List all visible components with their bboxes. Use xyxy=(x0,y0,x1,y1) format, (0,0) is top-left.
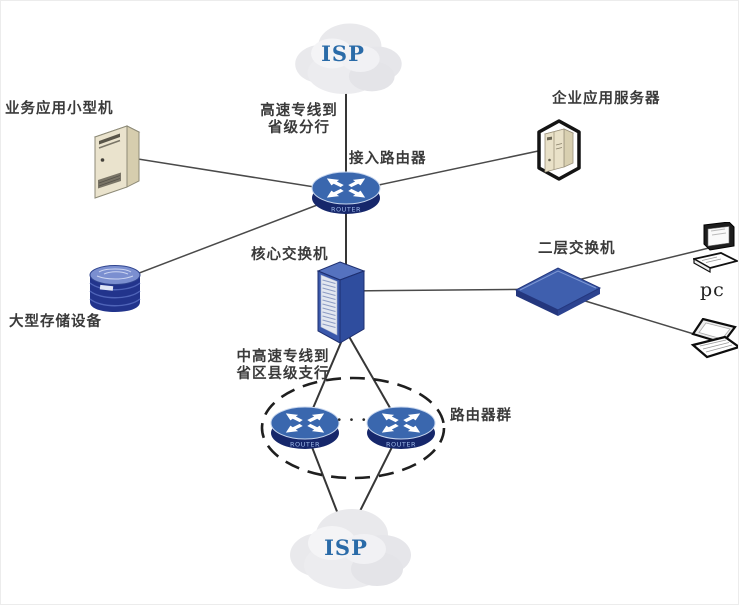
router-group-ellipsis: ··· xyxy=(336,411,374,429)
link-storage-router xyxy=(112,193,347,284)
top-link-line1: 高速专线到 xyxy=(260,102,338,119)
laptop-icon xyxy=(690,318,739,362)
top-link-annotation: 高速专线到 省级分行 xyxy=(251,102,347,136)
minicomputer-icon xyxy=(89,113,143,201)
l2-switch-label: 二层交换机 xyxy=(538,240,616,257)
storage-label: 大型存储设备 xyxy=(9,313,102,330)
bottom-link-line1: 中高速专线到 xyxy=(236,348,330,365)
access-router-icon xyxy=(308,169,384,217)
enterprise-server-label: 企业应用服务器 xyxy=(552,90,661,107)
storage-icon xyxy=(87,256,143,314)
router-group-label: 路由器群 xyxy=(450,407,512,424)
enterprise-server-icon xyxy=(535,119,583,183)
router-group-ellipse xyxy=(260,376,446,480)
pc-desktop-icon xyxy=(693,222,739,274)
isp-bottom-label: ISP xyxy=(324,535,368,560)
isp-top-label: ISP xyxy=(321,41,365,66)
link-minicomputer-router xyxy=(118,155,347,193)
group-router-1-icon xyxy=(267,404,343,452)
link-l2switch-pc xyxy=(556,246,714,286)
pc-label: pc xyxy=(700,279,725,301)
core-switch-icon xyxy=(314,259,374,347)
core-switch-label: 核心交换机 xyxy=(251,246,329,263)
l2-switch-icon xyxy=(510,262,606,318)
link-server-router xyxy=(345,146,558,193)
bottom-link-line2: 省区县级支行 xyxy=(236,365,330,382)
access-router-label: 接入路由器 xyxy=(349,150,427,167)
bottom-link-annotation: 中高速专线到 省区县级支行 xyxy=(231,348,335,382)
minicomputer-label: 业务应用小型机 xyxy=(5,100,114,117)
top-link-line2: 省级分行 xyxy=(268,119,330,136)
